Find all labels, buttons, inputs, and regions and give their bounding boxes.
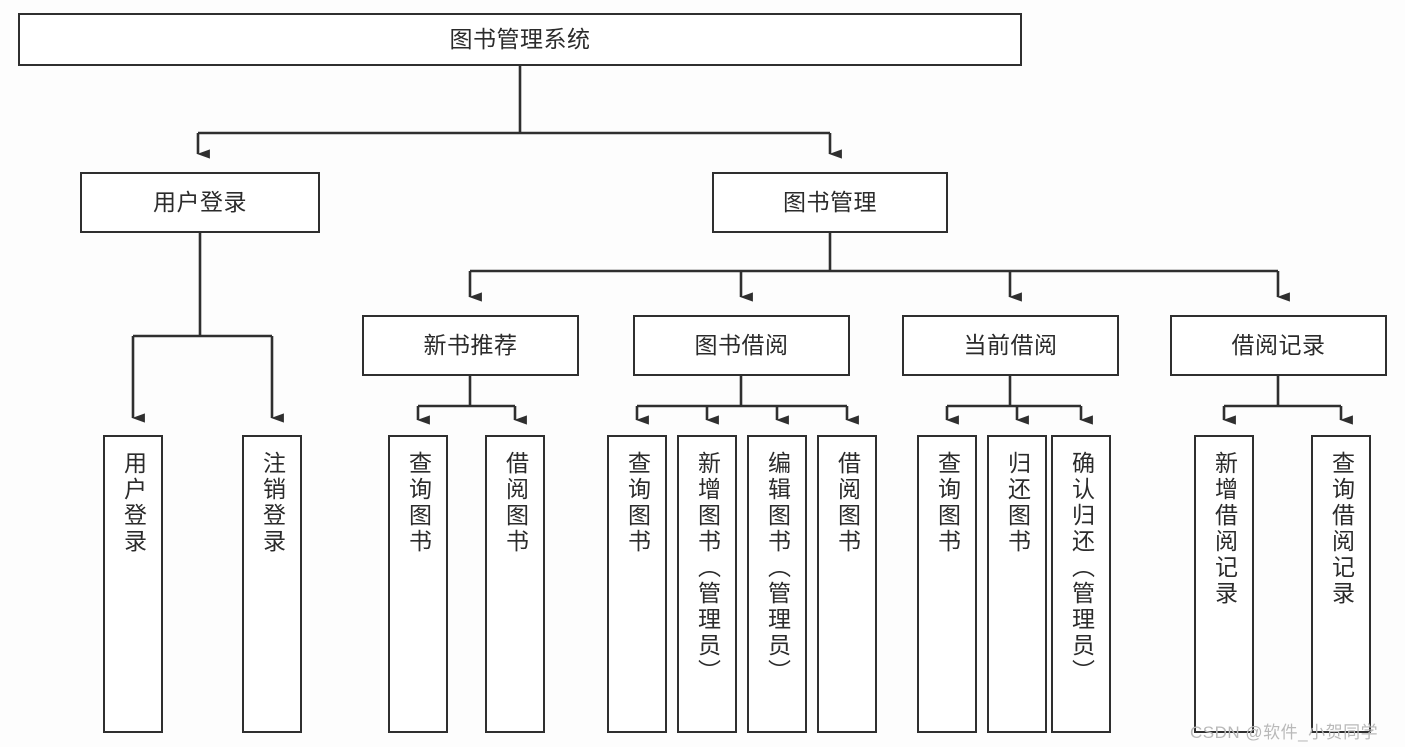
- node-current-borrow[interactable]: 当前借阅: [902, 315, 1119, 376]
- node-leaf-user-login-label: 用户登录: [120, 451, 147, 555]
- node-current-borrow-label: 当前借阅: [963, 331, 1058, 358]
- node-leaf-borrow-book-2[interactable]: 借阅图书: [817, 435, 877, 733]
- node-leaf-confirm-return-admin-label: 确认归还（管理员）: [1068, 451, 1095, 685]
- node-leaf-logout[interactable]: 注销登录: [242, 435, 302, 733]
- node-leaf-query-book-1-label: 查询图书: [405, 451, 432, 555]
- node-new-book-rec-label: 新书推荐: [423, 331, 518, 358]
- node-book-borrow[interactable]: 图书借阅: [633, 315, 850, 376]
- node-leaf-query-book-3-label: 查询图书: [934, 451, 961, 555]
- node-leaf-query-book-3[interactable]: 查询图书: [917, 435, 977, 733]
- node-leaf-logout-label: 注销登录: [259, 451, 286, 555]
- node-leaf-query-book-1[interactable]: 查询图书: [388, 435, 448, 733]
- node-borrow-record[interactable]: 借阅记录: [1170, 315, 1387, 376]
- node-leaf-query-borrow-record[interactable]: 查询借阅记录: [1311, 435, 1371, 733]
- node-leaf-add-borrow-record[interactable]: 新增借阅记录: [1194, 435, 1254, 733]
- node-book-manage-label: 图书管理: [783, 188, 877, 215]
- node-leaf-add-book-admin-label: 新增图书（管理员）: [694, 451, 721, 685]
- node-leaf-query-book-2-label: 查询图书: [624, 451, 651, 555]
- watermark-text: CSDN @软件_小贺同学: [1190, 723, 1379, 742]
- node-leaf-confirm-return-admin[interactable]: 确认归还（管理员）: [1051, 435, 1111, 733]
- node-user-login[interactable]: 用户登录: [80, 172, 320, 233]
- node-leaf-return-book[interactable]: 归还图书: [987, 435, 1047, 733]
- node-new-book-rec[interactable]: 新书推荐: [362, 315, 579, 376]
- node-leaf-borrow-book-2-label: 借阅图书: [834, 451, 861, 555]
- node-borrow-record-label: 借阅记录: [1231, 331, 1326, 358]
- node-book-manage[interactable]: 图书管理: [712, 172, 948, 233]
- node-leaf-edit-book-admin[interactable]: 编辑图书（管理员）: [747, 435, 807, 733]
- node-leaf-borrow-book-1[interactable]: 借阅图书: [485, 435, 545, 733]
- node-leaf-user-login[interactable]: 用户登录: [103, 435, 163, 733]
- node-root[interactable]: 图书管理系统: [18, 13, 1022, 66]
- node-leaf-return-book-label: 归还图书: [1004, 451, 1031, 555]
- node-leaf-add-book-admin[interactable]: 新增图书（管理员）: [677, 435, 737, 733]
- node-leaf-borrow-book-1-label: 借阅图书: [502, 451, 529, 555]
- node-leaf-add-borrow-record-label: 新增借阅记录: [1211, 451, 1238, 607]
- node-book-borrow-label: 图书借阅: [694, 331, 789, 358]
- node-leaf-edit-book-admin-label: 编辑图书（管理员）: [764, 451, 791, 685]
- node-leaf-query-book-2[interactable]: 查询图书: [607, 435, 667, 733]
- node-root-label: 图书管理系统: [449, 25, 591, 52]
- node-leaf-query-borrow-record-label: 查询借阅记录: [1328, 451, 1355, 607]
- node-user-login-label: 用户登录: [153, 188, 247, 215]
